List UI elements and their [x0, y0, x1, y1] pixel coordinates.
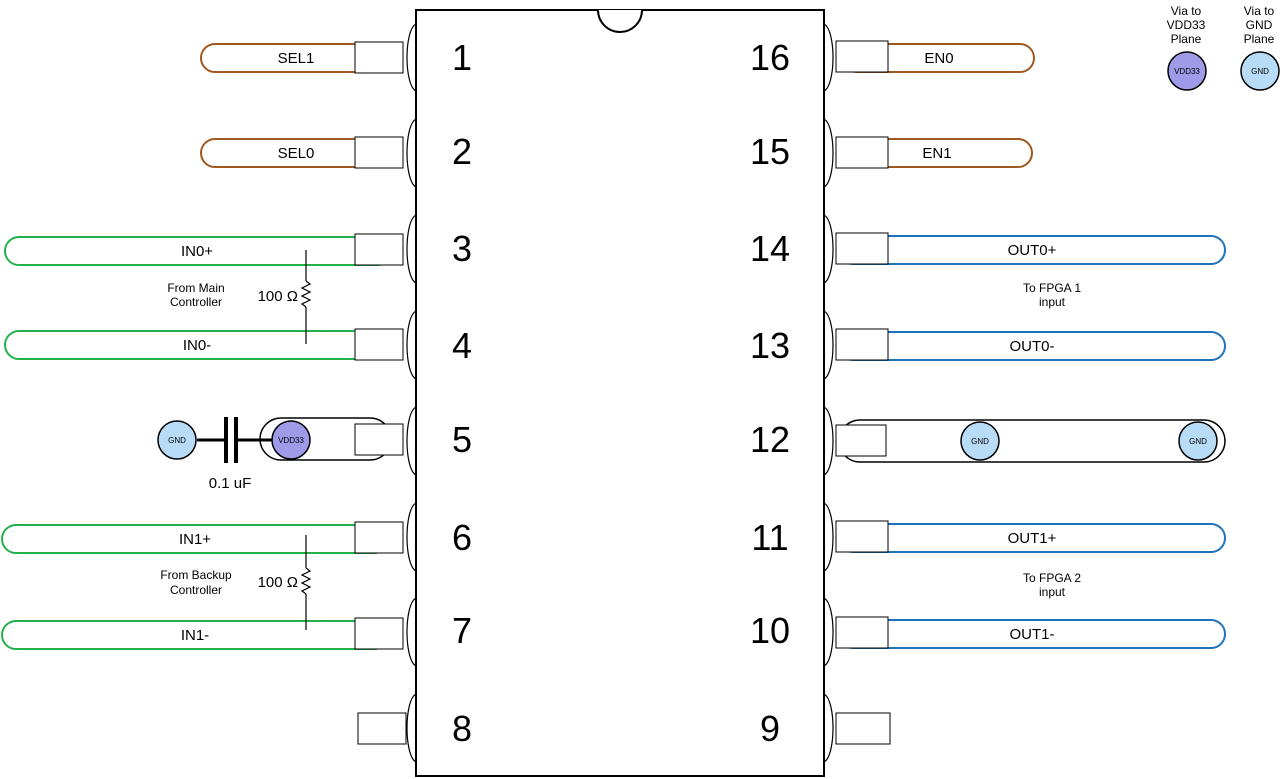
pin-number-14: 14 [750, 228, 790, 269]
pin-numbers: 1 2 3 4 5 6 7 8 16 15 14 13 12 11 10 9 [452, 37, 790, 749]
svg-text:VDD33: VDD33 [1167, 18, 1206, 32]
capacitor-label: 0.1 uF [209, 475, 252, 492]
svg-text:VDD33: VDD33 [1174, 67, 1200, 76]
note-main-line1: From Main [167, 281, 224, 295]
right-pin-shoulders [823, 23, 834, 763]
pin-number-7: 7 [452, 610, 472, 651]
decoupling-capacitor [197, 417, 272, 463]
right-pads [835, 40, 891, 745]
pad-4 [354, 328, 404, 361]
pad-11 [835, 520, 889, 553]
note-backup-line1: From Backup [160, 568, 232, 582]
pad-14 [835, 232, 889, 265]
via-gnd-pin12-b: GND [1178, 421, 1218, 461]
pad-5 [354, 423, 404, 456]
label-en0: EN0 [924, 50, 953, 67]
pin-number-4: 4 [452, 325, 472, 366]
note-fpga1-line2: input [1039, 295, 1066, 309]
svg-text:GND: GND [1246, 18, 1273, 32]
pad-1 [354, 41, 404, 74]
svg-text:GND: GND [971, 437, 989, 446]
label-in0n: IN0- [183, 337, 211, 354]
pin-number-13: 13 [750, 325, 790, 366]
svg-text:GND: GND [1251, 67, 1269, 76]
termination-resistor-bottom [300, 535, 312, 630]
svg-text:Plane: Plane [1171, 32, 1202, 46]
legend-gnd-via: Via to GND Plane GND [1240, 4, 1280, 91]
pad-12 [835, 424, 887, 457]
label-out1n: OUT1- [1010, 626, 1055, 643]
via-gnd-cap: GND [157, 420, 197, 460]
label-in1p: IN1+ [179, 531, 211, 548]
pin-number-5: 5 [452, 419, 472, 460]
trace-labels: SEL1 SEL0 IN0+ IN0- IN1+ IN1- EN0 EN1 OU… [179, 50, 1057, 644]
pad-3 [354, 233, 404, 266]
ic-body [415, 9, 825, 777]
pad-15 [835, 136, 889, 169]
pin-number-3: 3 [452, 228, 472, 269]
pin-number-8: 8 [452, 708, 472, 749]
legend-vdd33-via: Via to VDD33 Plane VDD33 [1167, 4, 1207, 91]
label-in0p: IN0+ [181, 243, 213, 260]
left-pads [354, 41, 407, 745]
svg-text:VDD33: VDD33 [278, 436, 304, 445]
pin-number-1: 1 [452, 37, 472, 78]
pin-number-16: 16 [750, 37, 790, 78]
pad-2 [354, 136, 404, 169]
pad-10 [835, 616, 889, 649]
note-fpga1-line1: To FPGA 1 [1023, 281, 1081, 295]
note-fpga2-line1: To FPGA 2 [1023, 571, 1081, 585]
resistor-label-top: 100 Ω [258, 288, 298, 305]
trace-pin12-gnd [838, 419, 1226, 463]
svg-text:GND: GND [1189, 437, 1207, 446]
note-backup-line2: Controller [170, 583, 222, 597]
pad-7 [354, 617, 404, 650]
pin-number-6: 6 [452, 517, 472, 558]
pin-number-11: 11 [751, 517, 788, 558]
via-gnd-pin12-a: GND [960, 421, 1000, 461]
pin-number-10: 10 [750, 610, 790, 651]
pad-16 [835, 40, 889, 73]
label-en1: EN1 [922, 145, 951, 162]
via-vdd33-pin5: VDD33 [271, 420, 311, 460]
pin-number-12: 12 [750, 419, 790, 460]
pin-number-2: 2 [452, 131, 472, 172]
label-out1p: OUT1+ [1008, 530, 1057, 547]
resistor-label-bottom: 100 Ω [258, 574, 298, 591]
label-sel1: SEL1 [278, 50, 315, 67]
label-out0p: OUT0+ [1008, 242, 1057, 259]
left-pin-shoulders [406, 23, 417, 763]
label-out0n: OUT0- [1010, 338, 1055, 355]
pad-9 [835, 712, 891, 745]
pad-13 [835, 328, 889, 361]
note-fpga2-line2: input [1039, 585, 1066, 599]
svg-text:Plane: Plane [1244, 32, 1275, 46]
label-in1n: IN1- [181, 627, 209, 644]
note-main-line2: Controller [170, 295, 222, 309]
termination-resistor-top [300, 250, 312, 344]
label-sel0: SEL0 [278, 145, 315, 162]
pin-number-15: 15 [750, 131, 790, 172]
pad-6 [354, 521, 404, 554]
svg-text:Via to: Via to [1171, 4, 1202, 18]
pad-8 [357, 712, 407, 745]
ic-notch [597, 9, 643, 33]
pin-number-9: 9 [760, 708, 780, 749]
svg-text:GND: GND [168, 436, 186, 445]
svg-text:Via to: Via to [1244, 4, 1275, 18]
annotations: From Main Controller From Backup Control… [160, 281, 1081, 599]
